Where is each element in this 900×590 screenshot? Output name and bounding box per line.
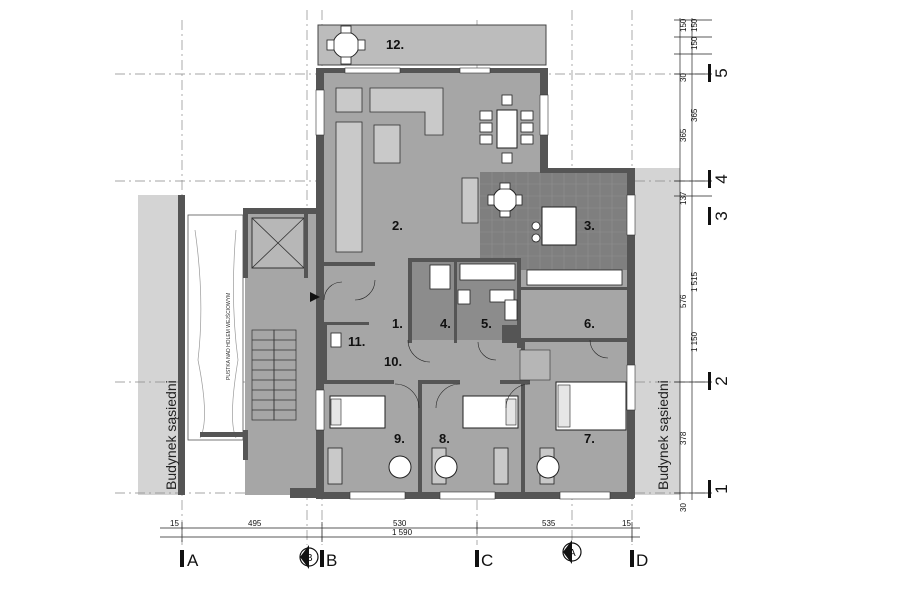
neighbor-building-left: [138, 195, 183, 495]
dim-495: 495: [248, 519, 262, 528]
dim-576: 576: [679, 294, 688, 308]
room-3-label: 3.: [584, 218, 595, 233]
bedroom-furniture: [327, 349, 627, 485]
section-a-letter: A: [569, 548, 576, 559]
section-b-letter: B: [306, 553, 313, 564]
windows: [315, 67, 636, 500]
neighbor-building-right: [632, 168, 680, 495]
dim-137: 137: [679, 191, 688, 205]
section-marker-a: A: [562, 540, 582, 564]
room-5-label: 5.: [481, 316, 492, 331]
dim-365-a: 365: [679, 128, 688, 142]
axis-label-B: B: [326, 551, 337, 570]
room-1-label: 1.: [392, 316, 403, 331]
room-2-label: 2.: [392, 218, 403, 233]
kitchen-furniture: [487, 182, 623, 286]
axis-label-3: 3: [712, 211, 731, 220]
dim-30-bottom: 30: [679, 503, 688, 512]
entrance-arrow-icon: [310, 292, 320, 302]
room-7-label: 7.: [584, 431, 595, 446]
void-over-entry: [187, 214, 244, 441]
dim-1515: 1 515: [690, 271, 699, 292]
doors: [323, 279, 609, 409]
terrace-table: [326, 25, 366, 65]
bottom-dimension-lines: [160, 522, 640, 542]
dim-15-left: 15: [170, 519, 179, 528]
right-dimension-lines: [674, 18, 712, 500]
dim-30-top: 30: [679, 73, 688, 82]
room-4-label: 4.: [440, 316, 451, 331]
dim-150-b: 150: [690, 18, 699, 32]
void-label: PUSTKA NAD HOLEM WEJŚCIOWYM: [224, 293, 232, 380]
axis-label-5: 5: [712, 68, 731, 77]
room-11-label: 11.: [348, 334, 365, 349]
neighbor-label-left: Budynek sąsiedni: [163, 380, 179, 490]
dim-15-right: 15: [622, 519, 631, 528]
neighbor-label-right: Budynek sąsiedni: [655, 380, 671, 490]
dim-365-b: 365: [690, 108, 699, 122]
axis-bars-right: [708, 64, 711, 498]
room-6-label: 6.: [584, 316, 595, 331]
axis-label-C: C: [481, 551, 493, 570]
axis-label-D: D: [636, 551, 648, 570]
axis-label-1: 1: [712, 484, 731, 493]
dim-1150: 1 150: [690, 331, 699, 352]
dim-150-a: 150: [679, 18, 688, 32]
dim-378: 378: [679, 431, 688, 445]
axis-label-4: 4: [712, 174, 731, 183]
room-10-label: 10.: [384, 354, 402, 369]
dim-535: 535: [542, 519, 556, 528]
axis-bars-bottom: [180, 550, 634, 567]
section-marker-b: B: [299, 545, 319, 569]
room-12-label: 12.: [386, 37, 404, 52]
stair-hall-curve: [244, 430, 290, 495]
axis-label-2: 2: [712, 376, 731, 385]
dim-150-c: 150: [690, 36, 699, 50]
axis-label-A: A: [187, 551, 199, 570]
dim-530: 530: [393, 519, 407, 528]
dining-table: [479, 94, 534, 164]
living-furniture: [335, 87, 479, 253]
bathroom-fixtures: [330, 263, 518, 348]
staircase: [251, 329, 297, 421]
room-8-label: 8.: [439, 431, 450, 446]
right-dimension-labels: 150 150 150 30 365 365 137 576 1 515 1 1…: [679, 18, 699, 512]
room-9-label: 9.: [394, 431, 405, 446]
dim-total: 1 590: [392, 528, 413, 537]
